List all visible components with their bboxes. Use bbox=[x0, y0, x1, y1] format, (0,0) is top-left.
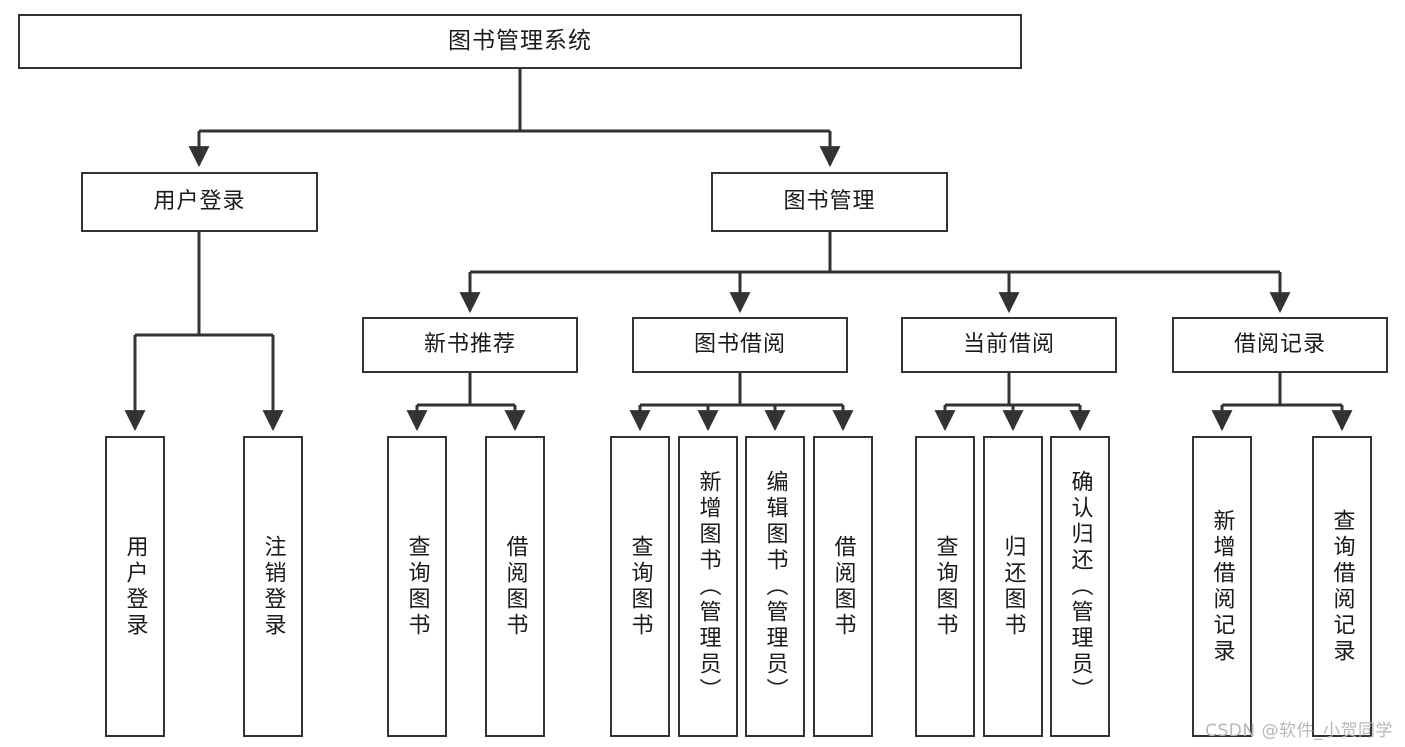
node-book-borrow[interactable]: 图书借阅 bbox=[632, 317, 848, 373]
node-book-management-label: 图书管理 bbox=[783, 188, 876, 214]
leaf-logout-label: 注销登录 bbox=[260, 534, 286, 639]
leaf-confirm-return-admin-label: 确认归还（管理员） bbox=[1067, 469, 1093, 704]
leaf-add-borrow-record[interactable]: 新增借阅记录 bbox=[1192, 436, 1252, 737]
leaf-query-book-current-label: 查询图书 bbox=[932, 534, 958, 639]
leaf-query-book-rec[interactable]: 查询图书 bbox=[387, 436, 447, 737]
leaf-return-book-label: 归还图书 bbox=[1000, 534, 1026, 639]
node-new-book-recommend[interactable]: 新书推荐 bbox=[362, 317, 578, 373]
node-root-system-label: 图书管理系统 bbox=[448, 27, 592, 54]
node-new-book-recommend-label: 新书推荐 bbox=[423, 331, 516, 357]
leaf-borrow-book-rec[interactable]: 借阅图书 bbox=[485, 436, 545, 737]
leaf-user-login-label: 用户登录 bbox=[122, 534, 148, 639]
leaf-confirm-return-admin[interactable]: 确认归还（管理员） bbox=[1050, 436, 1110, 737]
node-user-login-label: 用户登录 bbox=[153, 188, 246, 214]
leaf-return-book[interactable]: 归还图书 bbox=[983, 436, 1043, 737]
node-user-login[interactable]: 用户登录 bbox=[81, 172, 318, 232]
leaf-query-book-borrow[interactable]: 查询图书 bbox=[610, 436, 670, 737]
node-borrow-record[interactable]: 借阅记录 bbox=[1172, 317, 1388, 373]
leaf-logout[interactable]: 注销登录 bbox=[243, 436, 303, 737]
node-book-management[interactable]: 图书管理 bbox=[711, 172, 948, 232]
leaf-borrow-book[interactable]: 借阅图书 bbox=[813, 436, 873, 737]
watermark-text: CSDN @软件_小贺同学 bbox=[1205, 721, 1393, 741]
leaf-query-book-borrow-label: 查询图书 bbox=[627, 534, 653, 639]
leaf-user-login[interactable]: 用户登录 bbox=[105, 436, 165, 737]
leaf-edit-book-admin[interactable]: 编辑图书（管理员） bbox=[745, 436, 805, 737]
node-current-borrow-label: 当前借阅 bbox=[962, 331, 1055, 357]
leaf-query-borrow-record-label: 查询借阅记录 bbox=[1329, 508, 1355, 665]
node-current-borrow[interactable]: 当前借阅 bbox=[901, 317, 1117, 373]
node-book-borrow-label: 图书借阅 bbox=[693, 331, 786, 357]
node-borrow-record-label: 借阅记录 bbox=[1233, 331, 1326, 357]
leaf-query-book-current[interactable]: 查询图书 bbox=[915, 436, 975, 737]
leaf-query-borrow-record[interactable]: 查询借阅记录 bbox=[1312, 436, 1372, 737]
leaf-add-book-admin[interactable]: 新增图书（管理员） bbox=[678, 436, 738, 737]
leaf-query-book-rec-label: 查询图书 bbox=[404, 534, 430, 639]
leaf-borrow-book-label: 借阅图书 bbox=[830, 534, 856, 639]
leaf-edit-book-admin-label: 编辑图书（管理员） bbox=[762, 469, 788, 704]
node-root-system[interactable]: 图书管理系统 bbox=[18, 14, 1022, 69]
leaf-add-book-admin-label: 新增图书（管理员） bbox=[695, 469, 721, 704]
leaf-add-borrow-record-label: 新增借阅记录 bbox=[1209, 508, 1235, 665]
leaf-borrow-book-rec-label: 借阅图书 bbox=[502, 534, 528, 639]
